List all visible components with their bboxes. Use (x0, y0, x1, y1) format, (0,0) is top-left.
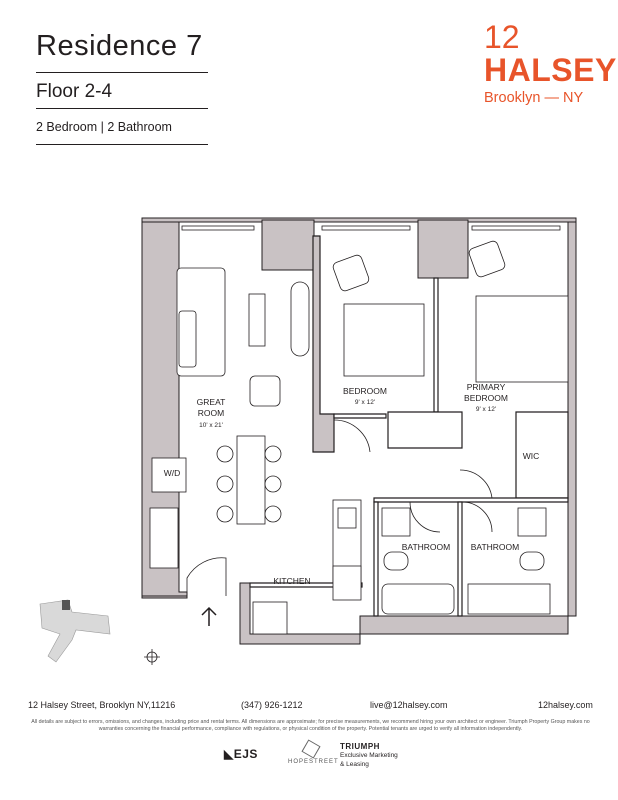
doors (186, 419, 493, 596)
ejs-mark-icon: ◣ (224, 747, 234, 761)
great-room-dims: 10' x 21' (199, 422, 223, 429)
primary-label-1: PRIMARY (467, 382, 506, 392)
beds-rule (36, 144, 208, 145)
stove (332, 565, 362, 601)
hopestreet-name: HOPESTREET (288, 759, 339, 765)
north-wall (141, 217, 577, 223)
armchair (249, 375, 281, 407)
chair-6 (264, 505, 282, 523)
ejs-name: EJS (233, 747, 258, 761)
column-2 (417, 219, 469, 279)
entry-arrow-icon (201, 606, 217, 626)
bath-door-2 (461, 501, 493, 533)
disclaimer: All details are subject to errors, omiss… (31, 719, 590, 732)
windows (181, 225, 561, 231)
kitchen-label: KITCHEN (273, 576, 310, 586)
hall-door (459, 469, 493, 499)
sink-bath-1 (381, 507, 411, 537)
bed-1 (343, 303, 425, 377)
bath-walls (373, 497, 569, 503)
tub (381, 583, 455, 615)
shelves (149, 507, 179, 569)
toilet-1 (383, 551, 409, 571)
hopestreet-logo: HOPESTREET (288, 739, 339, 765)
shower (467, 583, 551, 615)
toilet-2 (519, 551, 545, 571)
wic-label: WIC (523, 451, 540, 461)
column-1 (261, 219, 315, 271)
bedroom-door (333, 419, 371, 453)
fridge (252, 601, 288, 635)
triumph-line-1: Exclusive Marketing (340, 752, 398, 759)
dining-table (236, 435, 266, 525)
west-notch (141, 595, 188, 599)
window-2 (321, 225, 411, 231)
great-room-label-1: GREAT (197, 397, 226, 407)
east-wall (567, 217, 577, 617)
residence-title: Residence 7 (36, 30, 203, 62)
bath-door-1 (409, 501, 441, 533)
kitchen-sink (337, 507, 357, 529)
bathroom-label-2: BATHROOM (471, 542, 519, 552)
entry-door (186, 557, 227, 596)
chair-bedroom-1 (332, 254, 370, 292)
furniture (149, 240, 569, 635)
window-3 (471, 225, 561, 231)
window-1 (181, 225, 255, 231)
bed-bath-label: 2 Bedroom | 2 Bathroom (36, 120, 172, 134)
chair-4 (264, 445, 282, 463)
bath-divider (457, 501, 463, 617)
primary-label-2: BEDROOM (464, 393, 508, 403)
triumph-name: TRIUMPH (340, 742, 380, 751)
chair-1 (216, 445, 234, 463)
interior-walls (249, 235, 569, 617)
chair-2 (216, 475, 234, 493)
partition-1 (433, 277, 439, 413)
brand-name: HALSEY (484, 52, 617, 88)
bedroom-west-wall (312, 235, 335, 453)
sofa-cushion (178, 310, 197, 368)
brand-location: Brooklyn — NY (484, 90, 584, 106)
footer-website[interactable]: 12halsey.com (538, 700, 593, 710)
footer-email[interactable]: live@12halsey.com (370, 700, 448, 710)
key-plan-icon (39, 599, 111, 663)
coffee-table (248, 293, 266, 347)
primary-dims: 9' x 12' (476, 406, 496, 413)
sink-bath-2 (517, 507, 547, 537)
bath-west-wall (373, 501, 379, 617)
wd-box (151, 457, 187, 493)
closet-box (387, 411, 463, 449)
floor-rule (36, 108, 208, 109)
south-wall (239, 582, 569, 645)
chair-3 (216, 505, 234, 523)
great-room-label-2: ROOM (198, 408, 224, 418)
footer-address: 12 Halsey Street, Brooklyn NY,11216 (28, 700, 176, 710)
wd-label: W/D (164, 468, 181, 478)
room-labels: GREAT ROOM 10' x 21' BEDROOM 9' x 12' PR… (164, 382, 540, 586)
hopestreet-mark-icon (300, 739, 321, 759)
bedroom-bath-wall (333, 413, 387, 419)
compass-icon (144, 649, 160, 665)
title-rule (36, 72, 208, 73)
bedroom-label: BEDROOM (343, 386, 387, 396)
tv-console (290, 281, 310, 357)
brand-number: 12 (484, 19, 520, 55)
brand-logo: 12 HALSEY Brooklyn — NY (484, 20, 617, 108)
chair-5 (264, 475, 282, 493)
ejs-logo: ◣EJS (224, 747, 258, 761)
triumph-line-2: & Leasing (340, 761, 369, 768)
bedroom-dims: 9' x 12' (355, 399, 375, 406)
chair-bedroom-2 (468, 240, 506, 278)
footer-phone: (347) 926-1212 (241, 700, 303, 710)
bathroom-label-1: BATHROOM (402, 542, 450, 552)
exterior-walls (141, 217, 577, 645)
floor-label: Floor 2-4 (36, 81, 113, 102)
triumph-logo: TRIUMPH Exclusive Marketing & Leasing (340, 742, 398, 769)
bed-2 (475, 295, 569, 383)
